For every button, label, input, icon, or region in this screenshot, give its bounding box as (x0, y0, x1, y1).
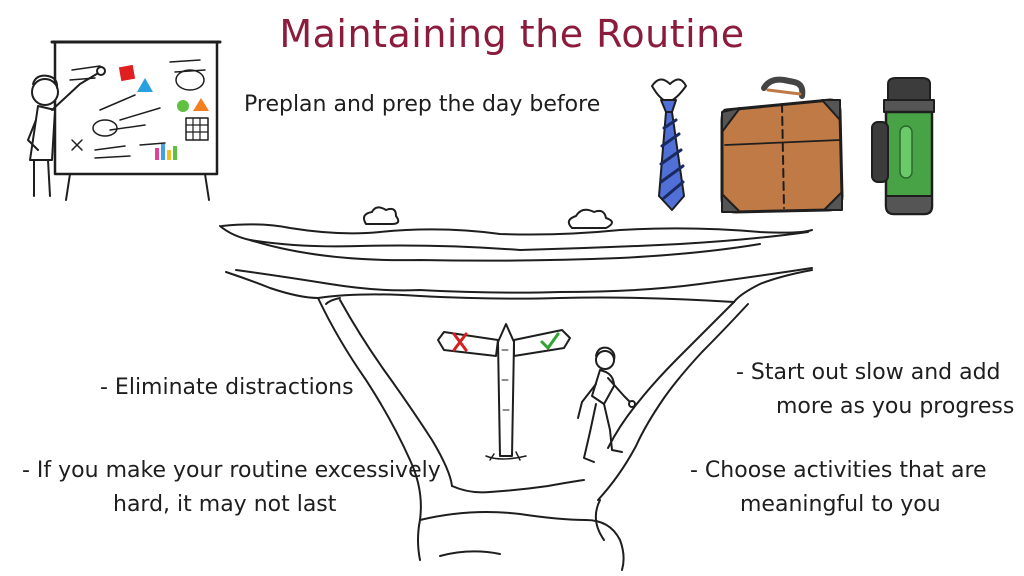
note-start-slow-line-1: - Start out slow and add (736, 360, 1001, 385)
note-start-slow-line-2: more as you progress (776, 394, 1015, 419)
walking-man-icon (577, 346, 636, 463)
note-preplan: Preplan and prep the day before (244, 92, 601, 117)
briefcase-icon (720, 76, 844, 214)
landscape-illustration (219, 206, 813, 571)
note-eliminate-distractions: - Eliminate distractions (100, 375, 354, 400)
note-choose-activities-line-2: meaningful to you (740, 492, 941, 517)
note-routine-hard-line-1: - If you make your routine excessively (22, 458, 441, 483)
presenter-whiteboard-icon (27, 40, 222, 201)
necktie-icon (651, 78, 687, 211)
crossroads-signpost-icon (437, 323, 571, 461)
note-routine-hard-line-2: hard, it may not last (113, 492, 337, 517)
slide-title: Maintaining the Routine (279, 12, 745, 56)
note-choose-activities-line-1: - Choose activities that are (690, 458, 987, 483)
thermos-icon (871, 77, 935, 216)
